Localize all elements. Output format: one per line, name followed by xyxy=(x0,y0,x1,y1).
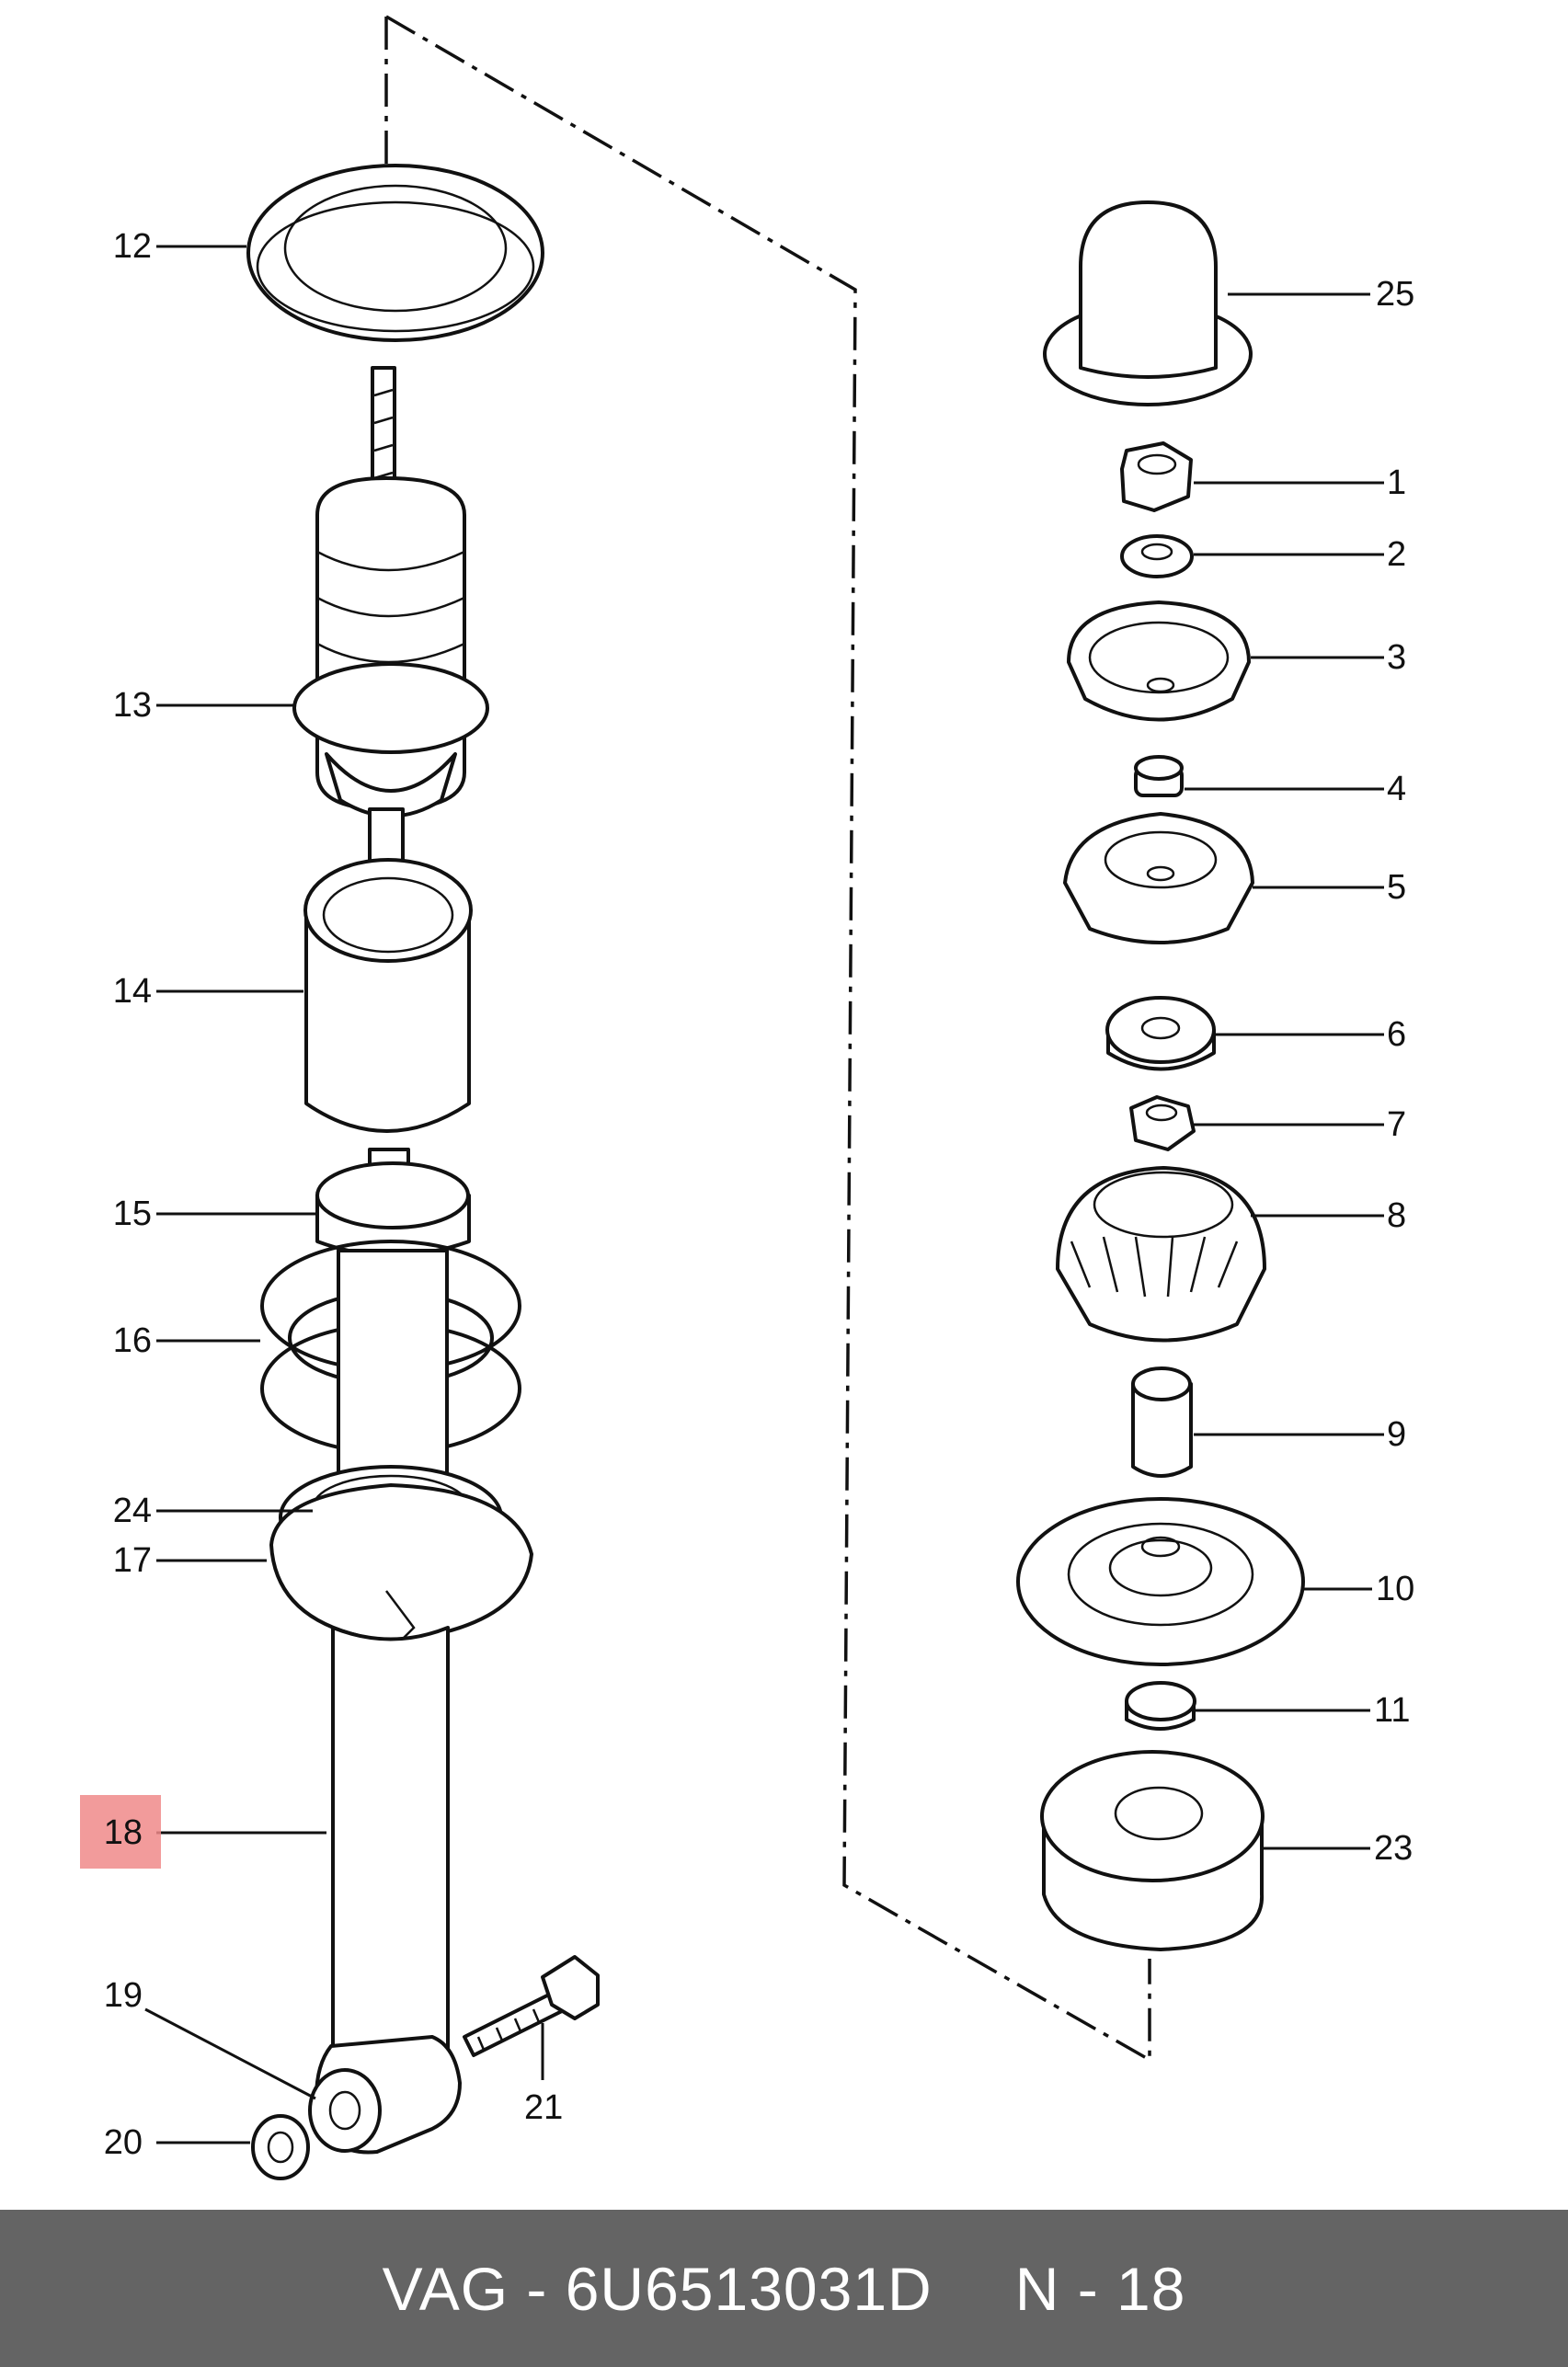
callout-2[interactable]: 2 xyxy=(1387,535,1407,574)
part-18-shock-absorber xyxy=(308,1626,462,2155)
exploded-parts-diagram: 25 1 2 3 4 5 6 7 8 9 10 11 23 12 13 14 1… xyxy=(80,15,1415,2180)
callout-10[interactable]: 10 xyxy=(1376,1570,1415,1608)
callout-5[interactable]: 5 xyxy=(1387,868,1407,907)
footer-part-number: VAG - 6U6513031D xyxy=(382,2254,933,2323)
highlight-part-18 xyxy=(80,1795,161,1869)
callout-1[interactable]: 1 xyxy=(1387,463,1407,502)
callout-24[interactable]: 24 xyxy=(112,1492,152,1530)
callout-4[interactable]: 4 xyxy=(1387,770,1407,808)
part-5-rubber-mount xyxy=(1063,812,1254,944)
callout-14[interactable]: 14 xyxy=(112,972,152,1011)
part-20-nut xyxy=(251,2114,310,2180)
callout-18[interactable]: 18 xyxy=(103,1813,143,1852)
part-3-cup xyxy=(1067,600,1251,722)
part-23-buffer xyxy=(1040,1750,1265,1951)
leader-lines-right xyxy=(1185,292,1384,1850)
callout-8[interactable]: 8 xyxy=(1387,1196,1407,1235)
callout-11[interactable]: 11 xyxy=(1374,1691,1411,1730)
part-10-plate xyxy=(1016,1497,1305,1666)
part-15-buffer xyxy=(315,1161,471,1257)
callout-21[interactable]: 21 xyxy=(524,2088,564,2127)
part-25-cap xyxy=(1043,200,1253,406)
part-21-bolt xyxy=(463,1955,600,2057)
part-7-nut xyxy=(1129,1095,1196,1151)
callout-3[interactable]: 3 xyxy=(1387,638,1407,677)
leader-lines-left xyxy=(144,245,544,2144)
callout-17[interactable]: 17 xyxy=(112,1541,152,1580)
diagram-drawing xyxy=(144,15,1384,2180)
part-14-protective-tube xyxy=(303,858,473,1206)
part-2-washer xyxy=(1120,534,1194,578)
callout-23[interactable]: 23 xyxy=(1374,1829,1413,1868)
part-12-dust-ring xyxy=(246,164,544,342)
part-13-bump-stop xyxy=(292,366,489,894)
callout-12[interactable]: 12 xyxy=(112,227,152,266)
callout-16[interactable]: 16 xyxy=(112,1321,152,1360)
part-4-bush xyxy=(1134,755,1184,797)
callout-19[interactable]: 19 xyxy=(103,1976,143,2015)
part-number-footer: VAG - 6U6513031D N - 18 xyxy=(0,2210,1568,2367)
callout-7[interactable]: 7 xyxy=(1387,1105,1407,1144)
assembly-dash-line xyxy=(385,15,1151,2064)
callout-9[interactable]: 9 xyxy=(1387,1415,1407,1454)
part-1-nut xyxy=(1120,441,1193,512)
callout-20[interactable]: 20 xyxy=(103,2123,143,2162)
footer-position: N - 18 xyxy=(1014,2254,1186,2323)
part-8-strut-mount xyxy=(1056,1166,1266,1343)
callout-13[interactable]: 13 xyxy=(112,686,152,725)
part-17-spring-seat xyxy=(269,1483,533,1656)
callout-15[interactable]: 15 xyxy=(112,1195,152,1233)
part-11-washer xyxy=(1125,1681,1196,1731)
callout-6[interactable]: 6 xyxy=(1387,1015,1407,1054)
part-9-sleeve xyxy=(1131,1366,1193,1478)
part-6-washer xyxy=(1105,996,1216,1071)
callout-25[interactable]: 25 xyxy=(1376,275,1415,314)
